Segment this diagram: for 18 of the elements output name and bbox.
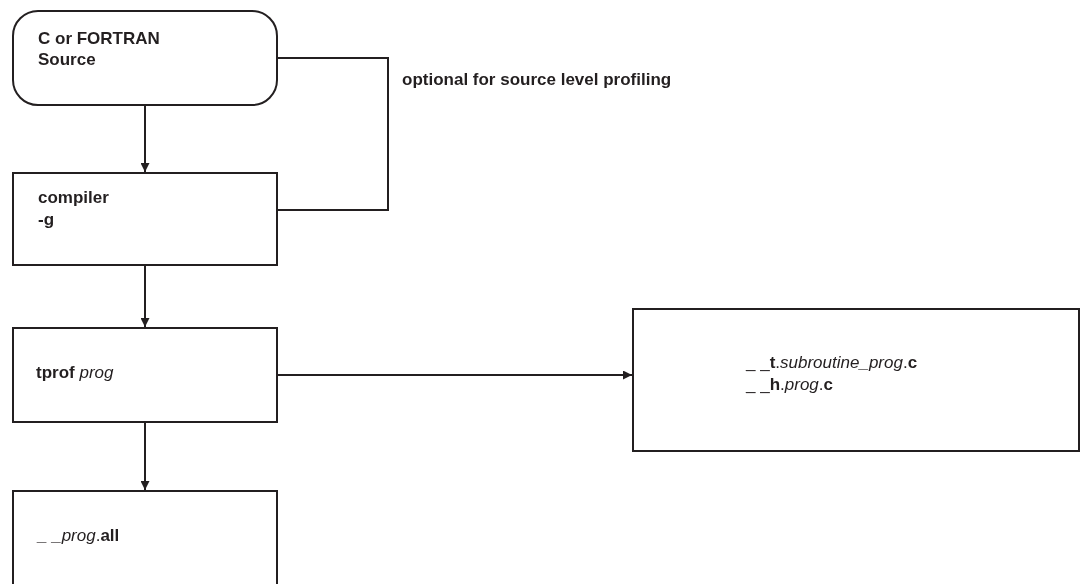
terminal-box [12,10,278,106]
node-text: compiler [38,187,109,208]
arrow [140,265,150,328]
edge-label: optional for source level profiling [402,70,672,90]
process-box [632,308,1080,452]
process-box [12,327,278,423]
process-box [12,172,278,266]
connector-line [277,57,389,211]
node-text: tprof prog [36,362,114,383]
arrow [140,422,150,491]
arrow [140,105,150,173]
arrow [277,370,633,380]
node-text: C or FORTRAN Source [38,28,161,70]
node-text: -g [38,209,55,230]
node-text: _ _prog.all [38,525,120,546]
process-box [12,490,278,584]
node-text: _ _t.subroutine_prog.c [746,352,918,373]
node-text: _ _h.prog.c [746,374,833,395]
